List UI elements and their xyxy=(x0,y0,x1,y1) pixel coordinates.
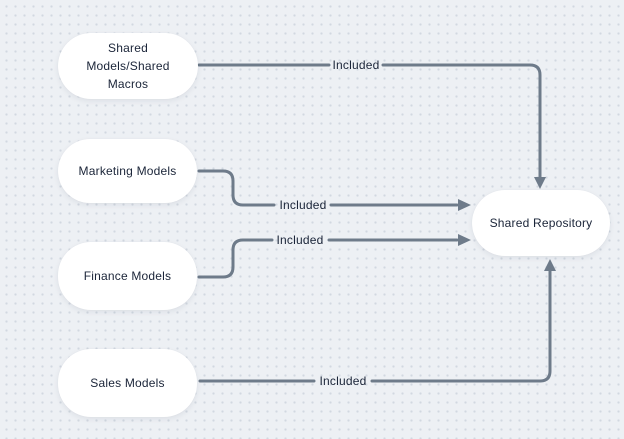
edge-label-included: Included xyxy=(279,198,327,212)
node-label: Shared Models/Shared Macros xyxy=(86,41,170,91)
arrowhead-right-icon xyxy=(458,234,471,246)
arrowhead-down-icon xyxy=(534,177,546,189)
edge-label-included: Included xyxy=(276,233,324,247)
edge-marketing-to-repository xyxy=(197,169,471,211)
node-label: Sales Models xyxy=(90,376,165,390)
arrowhead-right-icon xyxy=(458,199,471,211)
node-marketing-models[interactable]: Marketing Models xyxy=(58,139,197,203)
arrowhead-up-icon xyxy=(544,259,556,271)
node-shared-repository[interactable]: Shared Repository xyxy=(472,190,610,256)
node-shared-models-shared-macros[interactable]: Shared Models/Shared Macros xyxy=(58,33,198,99)
node-label: Shared Repository xyxy=(489,216,593,230)
node-label: Finance Models xyxy=(83,269,172,283)
edge-finance-to-repository xyxy=(197,234,471,279)
edge-label-included: Included xyxy=(332,58,380,72)
edge-shared-models-to-repository xyxy=(197,63,546,189)
node-finance-models[interactable]: Finance Models xyxy=(58,242,197,310)
node-label: Marketing Models xyxy=(78,164,177,178)
node-sales-models[interactable]: Sales Models xyxy=(58,349,197,417)
edge-sales-to-repository xyxy=(198,259,556,383)
edge-label-included: Included xyxy=(319,374,367,388)
